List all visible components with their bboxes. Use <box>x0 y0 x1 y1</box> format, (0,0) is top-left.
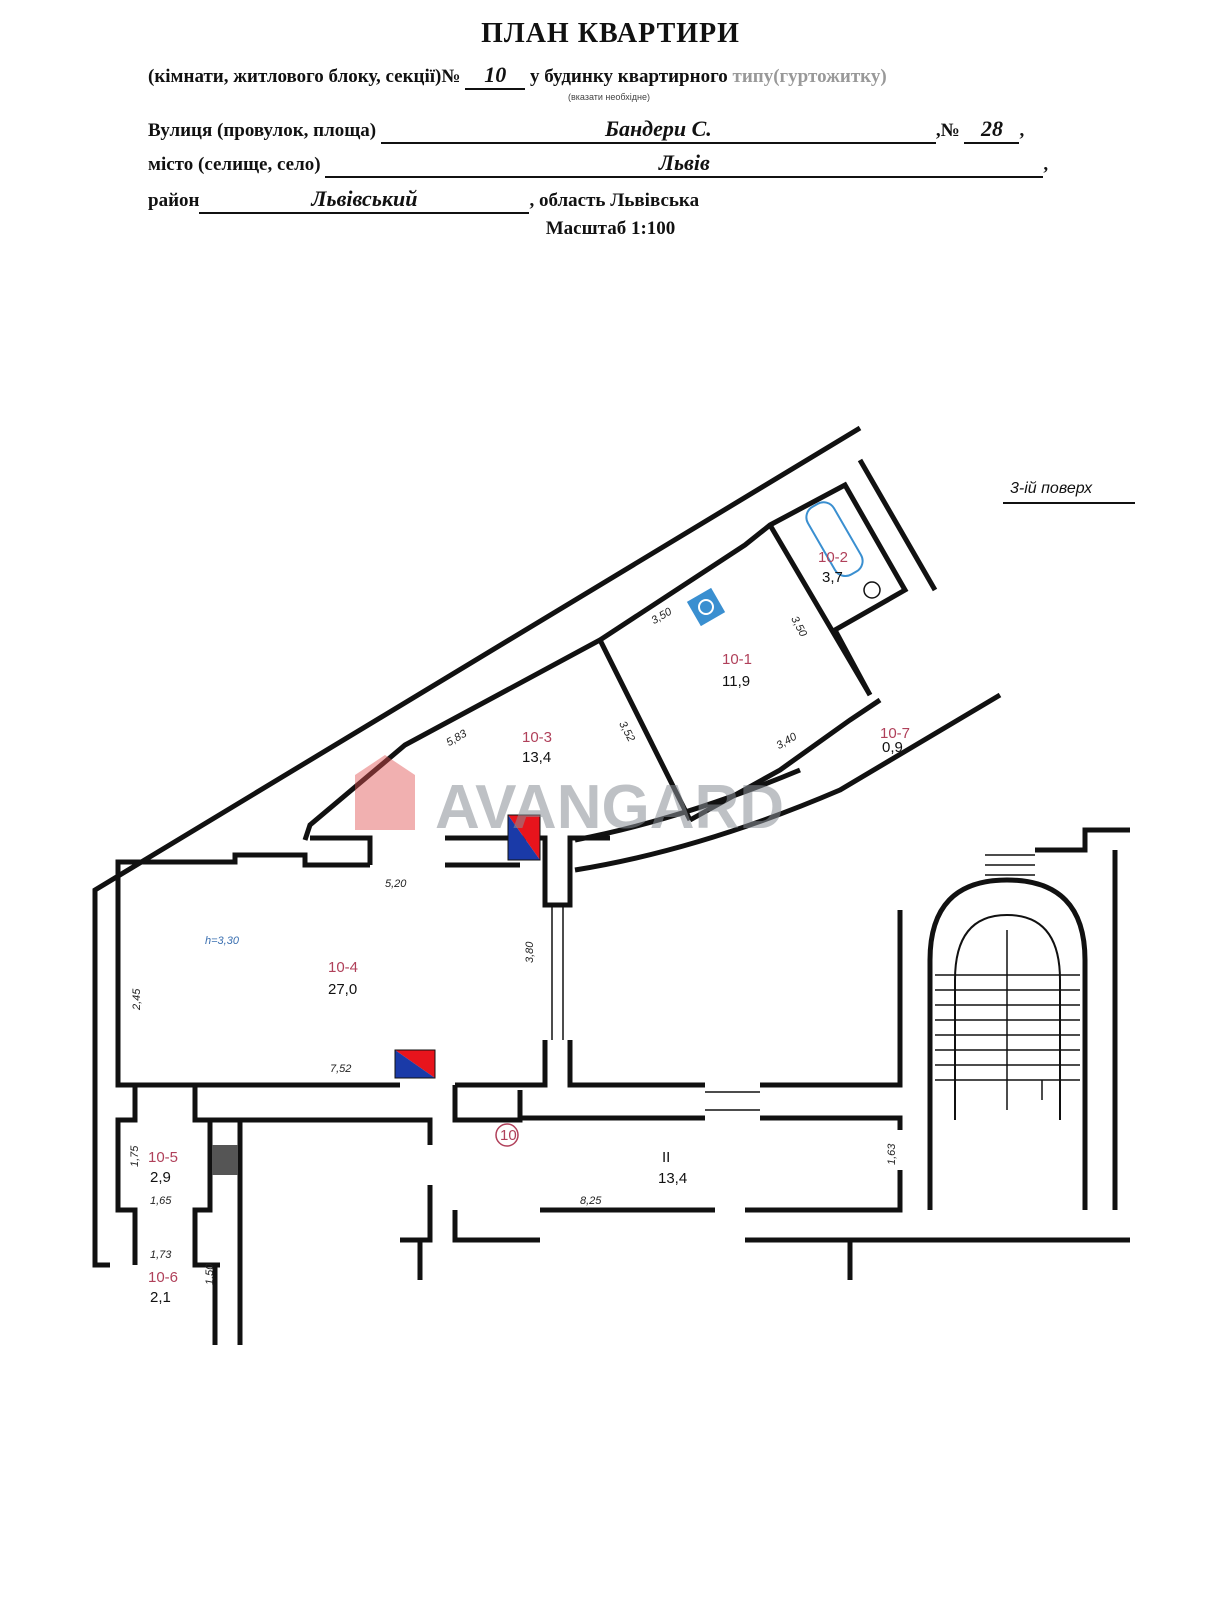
dimension: 3,50 <box>649 605 674 627</box>
wall <box>310 835 373 865</box>
dimension: 3,80 <box>524 941 536 963</box>
wall <box>597 638 693 822</box>
room-id: II <box>662 1149 670 1166</box>
dimension: 7,52 <box>330 1063 351 1075</box>
wall <box>1035 827 1130 853</box>
stair-wall <box>927 877 1088 1210</box>
room-area: 3,7 <box>822 569 843 586</box>
building-type-faded: типу(гуртожитку) <box>732 66 887 87</box>
room-10-2: 10-2 3,7 <box>818 549 848 586</box>
outer-wall <box>92 425 862 1268</box>
apartment-line: (кімнати, житлового блоку, секції)№ 10 у… <box>148 62 887 90</box>
room-area: 13,4 <box>522 749 551 766</box>
city-line: місто (селище, село) Львів, <box>148 150 1048 178</box>
wall <box>567 1040 705 1088</box>
room-10-7: 10-70,9 <box>880 725 910 756</box>
dimension: 3,40 <box>774 730 799 752</box>
stair-inner <box>954 913 1061 1120</box>
room-id: 10-7 <box>880 725 910 742</box>
wall <box>400 1185 433 1243</box>
walls <box>92 425 1130 1345</box>
wall <box>192 1085 433 1145</box>
region-value: , область Львівська <box>529 190 700 211</box>
document-title: ПЛАН КВАРТИРИ <box>481 18 740 49</box>
room-id: 10-2 <box>818 549 848 566</box>
scale-label: Масштаб 1:100 <box>545 218 676 239</box>
floor-label: 3-ій поверх <box>1010 480 1093 497</box>
street-line: Вулиця (провулок, площа) Бандери С.,№ 28… <box>148 116 1024 144</box>
room-area: 2,9 <box>150 1169 171 1186</box>
dimension: 3,52 <box>616 719 637 744</box>
dimension: 8,25 <box>580 1195 602 1207</box>
room-id: 10-3 <box>522 729 552 746</box>
building-type-label: у будинку квартирного <box>529 66 728 87</box>
apartment-marker-label: 10 <box>500 1127 517 1144</box>
riser-icon <box>394 1049 436 1079</box>
room-id: 10-5 <box>148 1149 178 1166</box>
apartment-number: 10 <box>465 62 526 90</box>
dimension: 3,50 <box>788 614 809 639</box>
room-area: 0,9 <box>882 739 903 756</box>
room-10-6: 10-6 2,1 <box>148 1269 178 1306</box>
wall <box>760 910 903 1088</box>
wall <box>452 1210 540 1243</box>
dimension: 1,65 <box>150 1195 172 1207</box>
room-10-4: 10-4 27,0 <box>328 959 358 998</box>
dimension: 5,20 <box>385 878 407 890</box>
toilet-icon <box>863 581 881 599</box>
street-label: Вулиця (провулок, площа) <box>148 120 377 141</box>
apartment-label: (кімнати, житлового блоку, секції)№ <box>148 66 461 87</box>
wall <box>452 1085 523 1123</box>
room-id: 10-1 <box>722 651 752 668</box>
city-value: Львів <box>325 150 1044 178</box>
wall <box>115 852 370 945</box>
inner-diagonal-wall <box>302 481 909 841</box>
boiler-icon <box>686 587 726 627</box>
dimension: 2,45 <box>131 988 143 1011</box>
apartment-marker <box>495 1123 519 1147</box>
room-10-1: 10-1 11,9 <box>722 651 752 690</box>
room-area: 2,1 <box>150 1289 171 1306</box>
facade-wall-right <box>857 458 938 592</box>
hint-text: (вказати необхідне) <box>568 92 650 102</box>
room-id: 10-6 <box>148 1269 178 1286</box>
ceiling-height: h=3,30 <box>205 935 240 947</box>
bathtub-icon <box>805 501 864 578</box>
dimension: 1,75 <box>129 1145 141 1167</box>
street-value: Бандери С. <box>380 116 936 144</box>
room-10-3: 10-3 13,4 <box>522 729 552 766</box>
curved-wall <box>574 692 1002 873</box>
room-area: 27,0 <box>328 981 357 998</box>
wall <box>115 945 400 1088</box>
room-area: 11,9 <box>722 673 750 690</box>
house-number: 28 <box>964 116 1020 144</box>
district-label: район <box>148 190 200 211</box>
room-id: 10-4 <box>328 959 358 976</box>
room-area: 13,4 <box>658 1170 687 1187</box>
wall <box>745 1170 903 1213</box>
watermark-logo <box>355 755 415 830</box>
wall <box>688 697 882 823</box>
room-10-5: 10-5 2,9 <box>148 1149 178 1186</box>
watermark-text: AVANGARD <box>435 773 784 842</box>
dimension: 5,83 <box>444 727 469 749</box>
wall <box>767 523 873 697</box>
dimension: 1,50 <box>204 1263 216 1285</box>
wall <box>760 1115 903 1130</box>
wall <box>455 1040 548 1088</box>
stair-steps <box>551 854 1080 1111</box>
riser-icon <box>507 814 541 861</box>
ventilation-shaft <box>212 1145 238 1175</box>
boiler-symbol <box>698 599 714 615</box>
dimension: 1,73 <box>150 1249 172 1261</box>
dimension: 1,63 <box>886 1143 898 1165</box>
wall <box>192 1120 220 1268</box>
city-label: місто (селище, село) <box>148 154 321 175</box>
wall <box>115 1085 138 1265</box>
district-value: Львівський <box>199 186 530 214</box>
corridor-II: II 13,4 <box>658 1149 687 1187</box>
house-label: ,№ <box>935 120 960 141</box>
